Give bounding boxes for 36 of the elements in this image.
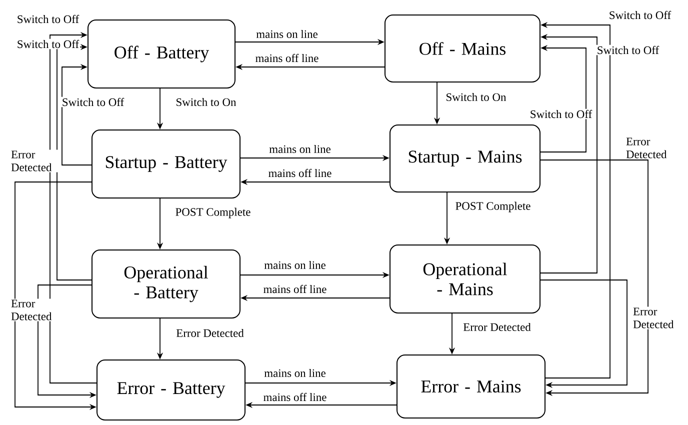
edge-label: mains on line (255, 28, 319, 40)
edge-label: mains on line (263, 260, 327, 270)
edge-label: POST Complete (174, 206, 252, 220)
edge-label: mains on line (268, 144, 332, 154)
state-box: Error - Battery (96, 360, 246, 420)
arrow (50, 32, 97, 384)
edge-label: mains off line (262, 284, 328, 294)
edge-label: Error Detected (10, 150, 60, 172)
state-box: Error - Mains (396, 354, 546, 418)
edge-label: Switch to Off (16, 14, 80, 24)
edge-label: Switch to Off (16, 38, 80, 50)
edge-label: Switch to On (444, 92, 508, 102)
state-box: Off - Mains (384, 14, 540, 82)
edge-label: Switch to Off (608, 10, 672, 20)
edge-label: mains off line (254, 52, 320, 64)
edge-label: Switch to Off (528, 108, 594, 120)
arrow (540, 280, 628, 388)
edge-label: Error Detected (462, 322, 532, 332)
edge-label: Switch to On (174, 96, 238, 108)
edge-label: mains off line (262, 392, 328, 402)
edge-label: Switch to Off (596, 44, 660, 56)
state-box: Operational - Mains (390, 244, 540, 314)
edge-label: Switch to Off (60, 96, 126, 108)
edge-label: Error Detected (625, 136, 675, 160)
state-box: Off - Battery (88, 20, 236, 88)
edge-label: mains off line (267, 168, 333, 178)
edge-label: POST Complete (454, 200, 532, 214)
edge-label: Error Detected (10, 298, 60, 322)
edge-label: mains on line (263, 368, 327, 378)
arrow (62, 64, 92, 166)
edge-label: Error Detected (175, 328, 245, 338)
arrow (540, 160, 648, 396)
state-box: Operational - Battery (92, 250, 240, 318)
edge-label: Error Detected (632, 306, 682, 330)
state-box: Startup - Battery (92, 130, 240, 198)
state-box: Startup - Mains (390, 124, 540, 192)
